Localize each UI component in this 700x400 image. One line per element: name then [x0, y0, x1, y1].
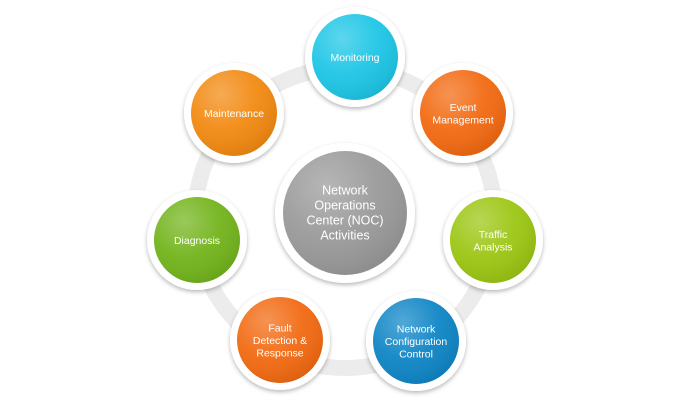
label-line: Center (NOC) [306, 214, 383, 228]
label-line: Diagnosis [174, 235, 220, 247]
label-line: Activities [320, 229, 369, 243]
node-label: Monitoring [330, 52, 379, 64]
label-line: Maintenance [204, 108, 264, 120]
label-line: Management [432, 114, 493, 126]
node-gloss [237, 297, 323, 383]
label-line: Network [322, 184, 369, 198]
node-monitoring: Monitoring [305, 7, 405, 107]
node-gloss [420, 70, 506, 156]
node-diagnosis: Diagnosis [147, 190, 247, 290]
label-line: Configuration [385, 336, 448, 348]
label-line: Operations [314, 199, 375, 213]
label-line: Response [256, 348, 303, 360]
label-line: Analysis [473, 241, 512, 253]
label-line: Traffic [479, 229, 508, 241]
node-maintenance: Maintenance [184, 63, 284, 163]
node-gloss [191, 70, 277, 156]
node-gloss [312, 14, 398, 100]
label-line: Monitoring [330, 52, 379, 64]
node-gloss [373, 298, 459, 384]
node-label: Maintenance [204, 108, 264, 120]
node-gloss [154, 197, 240, 283]
label-line: Detection & [253, 335, 307, 347]
node-gloss [450, 197, 536, 283]
label-line: Event [450, 102, 477, 114]
label-line: Fault [268, 323, 291, 335]
label-line: Network [397, 324, 436, 336]
label-line: Control [399, 349, 433, 361]
node-label: Diagnosis [174, 235, 220, 247]
